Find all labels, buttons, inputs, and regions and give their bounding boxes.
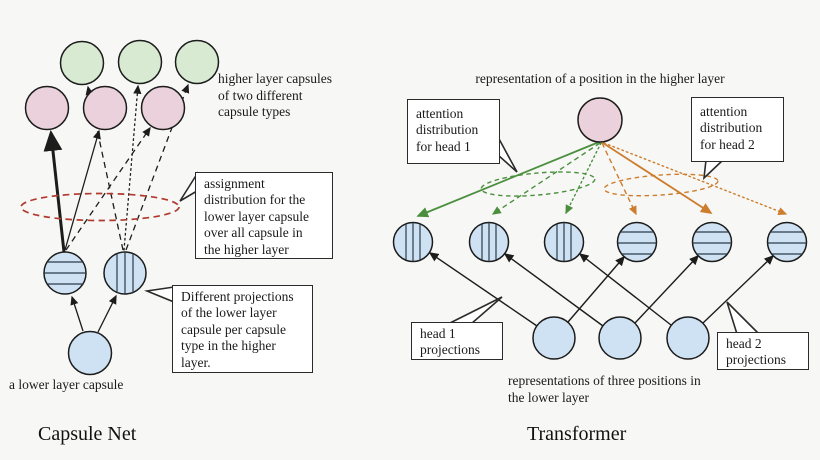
pink-capsule-1 bbox=[24, 85, 70, 131]
lower-position-3 bbox=[666, 316, 710, 360]
capsule-net-title: Capsule Net bbox=[38, 423, 137, 445]
head2-projection-3 bbox=[766, 221, 808, 263]
head2-projection-2 bbox=[691, 221, 733, 263]
capsulenet-routing-arrows bbox=[43, 83, 190, 253]
head1-projections-callout: head 1 projections bbox=[411, 322, 503, 360]
assignment-distribution-callout: assignment distribution for the lower la… bbox=[195, 172, 333, 259]
lower-position-1 bbox=[532, 316, 576, 360]
higher-layer-capsules-note: higher layer capsules of two different c… bbox=[218, 71, 332, 119]
pink-capsule-3 bbox=[140, 85, 186, 131]
transformer-projection-arrows bbox=[428, 252, 775, 327]
pink-capsule-2 bbox=[82, 85, 128, 131]
head1-callout-tail bbox=[497, 136, 518, 173]
higher-position-label: representation of a position in the high… bbox=[475, 71, 725, 86]
lower-layer-positions-label: representations of three positions in th… bbox=[508, 373, 701, 405]
vertical-stripes bbox=[116, 252, 134, 294]
green-capsule-2 bbox=[117, 39, 163, 85]
capsulenet-projection-arrows bbox=[70, 294, 117, 333]
transformer-projected-capsules bbox=[392, 221, 808, 263]
different-projections-callout: Different projections of the lower layer… bbox=[172, 285, 313, 373]
head2-callout-tail bbox=[702, 159, 726, 181]
head1-attention-callout: attention distribution for head 1 bbox=[407, 99, 500, 164]
head1-attention-ellipse bbox=[480, 171, 596, 197]
head2-projection-1 bbox=[616, 221, 658, 263]
head2-attention-ellipse bbox=[603, 173, 719, 197]
head2-attention-lines bbox=[601, 142, 788, 216]
higher-position-capsule bbox=[577, 97, 623, 143]
horizontal-stripes bbox=[44, 261, 86, 285]
head2-attention-callout: attention distribution for head 2 bbox=[691, 97, 784, 162]
head1-projections-tail bbox=[447, 296, 503, 325]
transformer-lower-capsules bbox=[532, 316, 710, 360]
lower-layer-capsule bbox=[67, 330, 113, 376]
head1-attention-lines bbox=[416, 141, 602, 218]
capsulenet-higher-capsules bbox=[24, 39, 220, 131]
projections-callout-tail bbox=[143, 286, 175, 304]
transformer-title: Transformer bbox=[527, 423, 627, 445]
lower-layer-capsule-label: a lower layer capsule bbox=[9, 377, 124, 392]
green-capsule-3 bbox=[174, 39, 220, 85]
lower-position-2 bbox=[598, 316, 642, 360]
head2-projections-callout: head 2 projections bbox=[717, 332, 809, 370]
green-capsule-1 bbox=[59, 40, 105, 86]
assignment-distribution-ellipse bbox=[20, 192, 180, 222]
head2-projections-tail bbox=[726, 301, 761, 335]
capsulenet-projection-capsules bbox=[43, 251, 147, 295]
